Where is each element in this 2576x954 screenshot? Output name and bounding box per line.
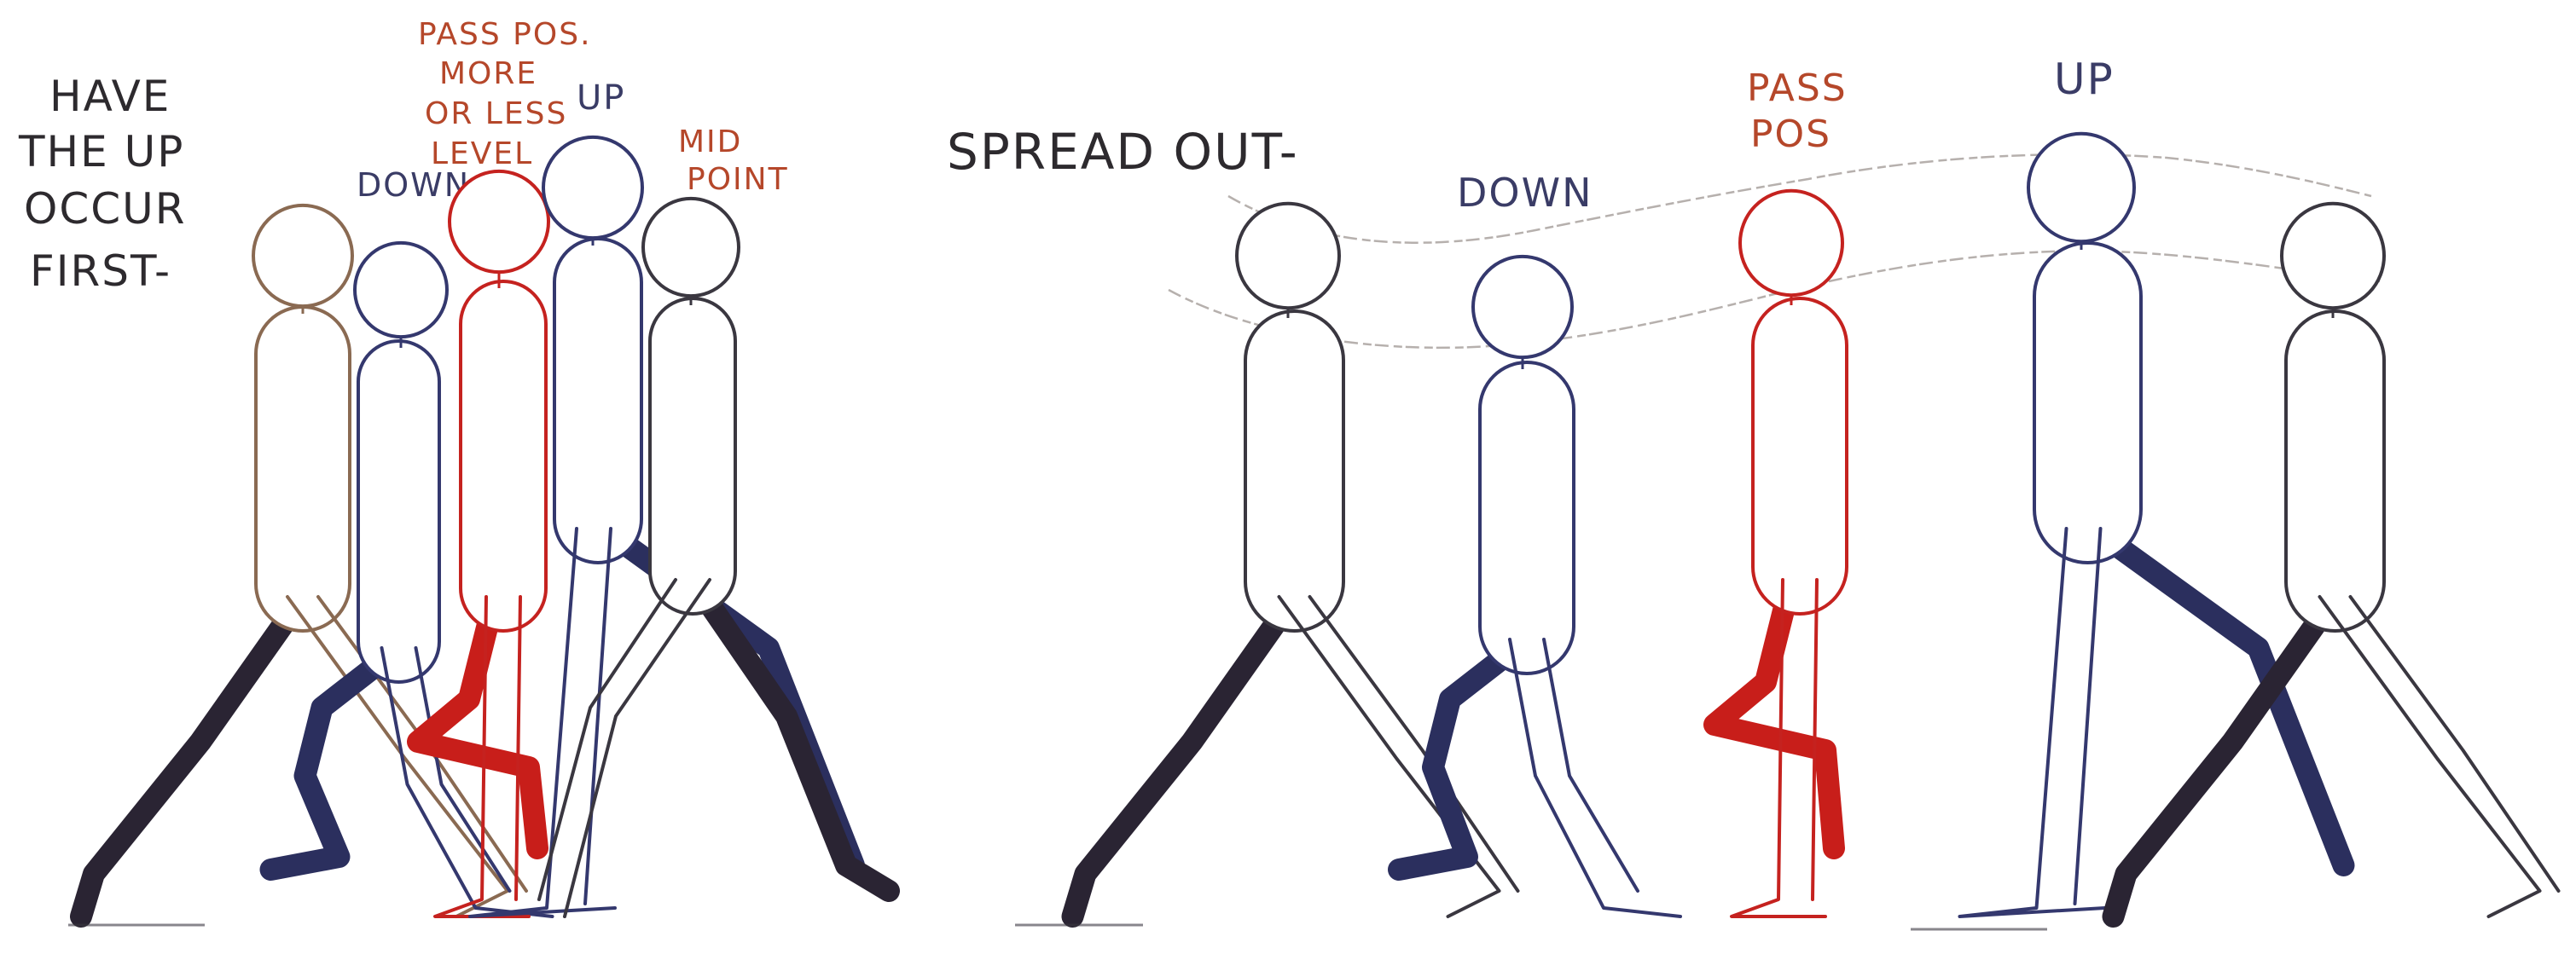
label-mid-point: MID POINT <box>678 124 789 197</box>
torso <box>1480 362 1574 674</box>
label-pass-pos-right: PASS POS <box>1747 66 1848 156</box>
label-up-left: UP <box>577 78 625 118</box>
walk-figures <box>68 134 2559 929</box>
head <box>355 243 447 337</box>
mid-line-2: POINT <box>687 162 789 197</box>
torso <box>554 239 641 563</box>
head <box>1740 191 1842 295</box>
torso <box>1753 298 1847 614</box>
figure-right-pass <box>1714 191 1847 916</box>
head <box>1237 204 1339 308</box>
note-line-4: FIRST- <box>30 246 171 296</box>
head <box>543 137 642 238</box>
near-leg <box>1510 639 1680 916</box>
pass-line-1: PASS POS. <box>418 17 592 52</box>
near-leg <box>2320 597 2559 916</box>
pass-line-4: LEVEL <box>431 136 533 171</box>
near-leg <box>539 580 710 916</box>
far-leg <box>693 580 889 891</box>
label-up-right: UP <box>2054 55 2115 104</box>
pass-line-3: OR LESS <box>425 96 567 131</box>
figure-right-contact-end <box>2114 204 2559 916</box>
figure-right-down <box>1399 257 1680 916</box>
note-have-up-first: HAVE THE UP OCCUR FIRST- <box>18 72 187 296</box>
mid-line-1: MID <box>678 124 742 159</box>
note-spread-out: SPREAD OUT- <box>947 123 1299 181</box>
head <box>643 199 739 296</box>
head <box>2282 204 2384 308</box>
pass-line-2: MORE <box>439 56 537 91</box>
torso <box>650 298 735 614</box>
pass-right-line-1: PASS <box>1747 66 1848 110</box>
note-line-2: THE UP <box>18 127 184 176</box>
note-line-1: HAVE <box>49 72 171 121</box>
torso <box>1245 311 1343 631</box>
torso <box>358 341 439 682</box>
head <box>253 205 352 306</box>
torso <box>461 281 546 631</box>
torso <box>256 307 350 631</box>
near-leg <box>1960 529 2105 916</box>
label-down-left: DOWN <box>357 166 470 204</box>
torso <box>2286 311 2384 631</box>
head <box>1473 257 1572 357</box>
head <box>450 171 548 272</box>
far-leg <box>1399 639 1527 870</box>
head <box>2028 134 2134 241</box>
label-down-right: DOWN <box>1457 170 1593 216</box>
note-line-3: OCCUR <box>24 184 187 234</box>
torso <box>2034 243 2141 563</box>
pass-right-line-2: POS <box>1750 113 1831 156</box>
far-leg <box>1073 597 1295 916</box>
